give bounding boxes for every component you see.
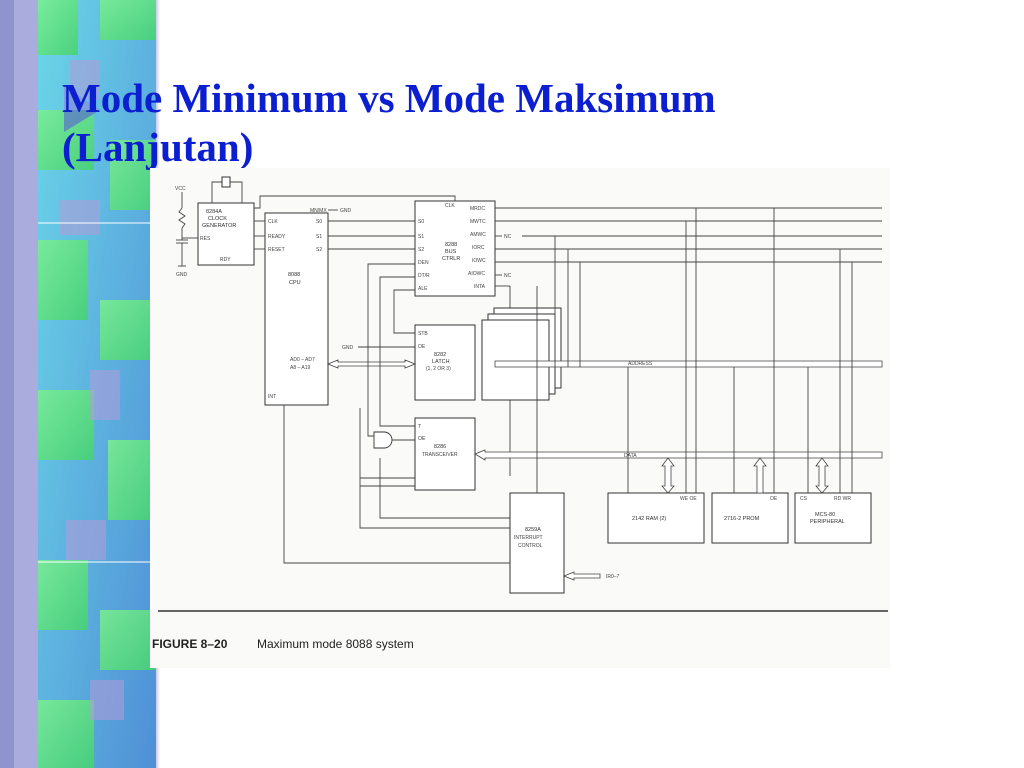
bus-controller-box (414, 200, 496, 297)
cpu-ready-pin: READY (268, 234, 286, 240)
pic-box (509, 492, 565, 594)
periph-name2: PERIPHERAL (810, 519, 845, 525)
clock-chip-name3: GENERATOR (202, 223, 236, 229)
prom-box (711, 492, 789, 544)
prom-name: 2716-2 PROM (724, 516, 760, 522)
bus-ale-pin: ALE (418, 286, 428, 292)
slide-title: Mode Minimum vs Mode Maksimum (Lanjutan) (62, 74, 962, 172)
maximum-mode-8088-diagram: VCC GND 8284A CLOCK GENERATOR RES RDY CL… (150, 168, 890, 668)
xcvr-t-pin: T (418, 424, 421, 430)
vcc-label: VCC (175, 186, 186, 192)
pic-irq-label: IR0–7 (606, 574, 620, 580)
bus-dtr-pin: DT/R (418, 273, 430, 279)
bus-aiowc-pin: AIOWC (468, 271, 485, 277)
title-line-2: (Lanjutan) (62, 124, 254, 170)
address-label: ADDRESS (628, 361, 653, 367)
clock-generator: VCC GND 8284A CLOCK GENERATOR RES RDY (175, 176, 255, 278)
cpu-box (264, 212, 329, 406)
latch-name3: (1, 2 OR 3) (426, 366, 451, 372)
cpu-addr2-pin: A8 – A19 (290, 365, 311, 371)
periph-rdwr-pins: RD WR (834, 496, 851, 502)
cpu-name2: CPU (289, 280, 301, 286)
figure-caption: Maximum mode 8088 system (257, 637, 414, 651)
transceiver-box (414, 417, 476, 491)
data-bus: DATA (474, 449, 883, 461)
bus-mrdc-pin: MRDC (470, 206, 485, 212)
prom-pins: OE (770, 496, 778, 502)
transceiver-8286: T OE 8286 TRANSCEIVER (360, 263, 476, 491)
peripheral-box (794, 492, 872, 544)
latch-stb-pin: STB (418, 331, 428, 337)
status-lines (328, 220, 415, 250)
bus-amwc-pin: AMWC (470, 232, 486, 238)
figure-number: FIGURE 8–20 (152, 637, 228, 651)
xcvr-oe-pin: OE (418, 436, 426, 442)
latch-gnd-label: GND (342, 345, 354, 351)
title-line-1: Mode Minimum vs Mode Maksimum (62, 75, 716, 121)
clock-gnd-label: GND (176, 272, 188, 278)
cpu-addr1-pin: AD0 – AD7 (290, 357, 315, 363)
interrupt-controller-8259a: 8259A INTERRUPT CONTROL IR0–7 (283, 286, 620, 594)
bus-den-pin: DEN (418, 260, 429, 266)
bus-s2-pin: S2 (418, 247, 424, 253)
clock-chip-box (197, 202, 255, 266)
cpu-8088: CLK READY RESET 8088 CPU MN/MX GND S0 S1… (254, 208, 352, 406)
cpu-s1-pin: S1 (316, 234, 322, 240)
bus-mwtc-pin: MWTC (470, 219, 486, 225)
periph-name: MCS-80 (815, 512, 835, 518)
ram-pins: WE OE (680, 496, 697, 502)
bus-iorc-pin: IORC (472, 245, 485, 251)
xcvr-name: 8286 (434, 444, 446, 450)
pic-name2: INTERRUPT (514, 535, 543, 541)
cpu-gnd-label: GND (340, 208, 352, 214)
latch-oe-pin: OE (418, 344, 426, 350)
data-label: DATA (624, 453, 637, 459)
latch-name: 8282 (434, 352, 446, 358)
periph-cs-pin: CS (800, 496, 808, 502)
bus-name3: CTRLR (442, 256, 460, 262)
cpu-int-pin: INT (268, 394, 276, 400)
latch-name2: LATCH (432, 359, 450, 365)
bus-nc2: NC (504, 273, 512, 279)
bus-name2: BUS (445, 249, 457, 255)
cpu-s0-pin: S0 (316, 219, 322, 225)
bus-name: 8288 (445, 242, 457, 248)
cpu-name: 8088 (288, 272, 300, 278)
latch-front-box (414, 324, 476, 401)
bus-nc1: NC (504, 234, 512, 240)
xcvr-name2: TRANSCEIVER (422, 452, 458, 458)
bus-inta-pin: INTA (474, 284, 486, 290)
cpu-mnmx-pin: MN/MX (310, 208, 327, 214)
address-bus: ADDRESS (494, 360, 883, 368)
clock-rdy-pin: RDY (220, 257, 231, 263)
ram-name: 2142 RAM (2) (632, 516, 666, 522)
bus-iowc-pin: IOWC (472, 258, 486, 264)
clock-chip-name: 8284A (206, 209, 222, 215)
ram-box (607, 492, 705, 544)
bus-clk-pin: CLK (445, 203, 455, 209)
memory-and-peripherals: WE OE 2142 RAM (2) OE 2716-2 PROM CS RD … (554, 208, 872, 544)
cpu-clk-pin: CLK (268, 219, 278, 225)
cpu-s2-pin: S2 (316, 247, 322, 253)
clock-chip-name2: CLOCK (208, 216, 227, 222)
bus-s1-pin: S1 (418, 234, 424, 240)
pic-name3: CONTROL (518, 543, 543, 549)
cpu-reset-pin: RESET (268, 247, 285, 253)
bus-controller-8288: CLK S0 S1 S2 DEN DT/R ALE 8288 BUS CTRLR… (254, 195, 512, 297)
latch-box (481, 319, 550, 401)
pic-name: 8259A (525, 527, 541, 533)
bus-s0-pin: S0 (418, 219, 424, 225)
latch-8282: STB OE 8282 LATCH (1, 2 OR 3) GND ADDR/D… (326, 289, 562, 401)
clock-res-pin: RES (200, 236, 211, 242)
